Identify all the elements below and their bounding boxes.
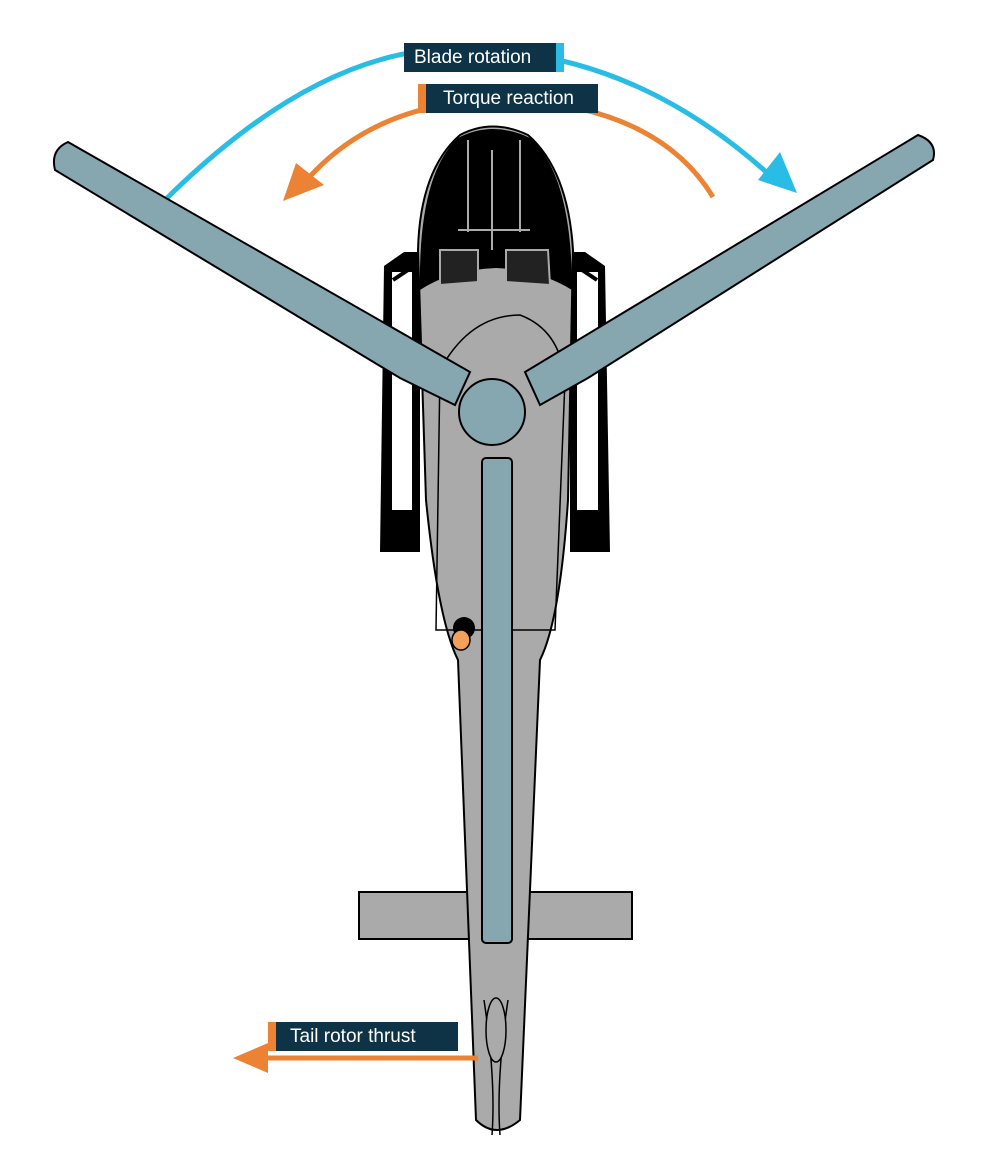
torque-reaction-tab bbox=[418, 84, 426, 113]
tail-rotor-thrust-label: Tail rotor thrust bbox=[268, 1022, 458, 1051]
torque-reaction-text: Torque reaction bbox=[443, 88, 574, 109]
blade-rotation-tab bbox=[556, 43, 564, 72]
rotor-blade-left bbox=[52, 140, 472, 407]
torque-reaction-label: Torque reaction bbox=[418, 84, 598, 113]
rotor-blade-right bbox=[523, 133, 935, 407]
blade-rotation-text: Blade rotation bbox=[414, 47, 532, 68]
rotor-hub bbox=[458, 378, 526, 446]
tail-rotor-shaft bbox=[481, 457, 513, 944]
tail-rotor-thrust-text: Tail rotor thrust bbox=[290, 1026, 416, 1047]
tail-rotor-thrust-arrow bbox=[233, 1043, 478, 1073]
position-light bbox=[451, 617, 475, 651]
tail-rotor-thrust-tab bbox=[268, 1022, 276, 1051]
main-rotor bbox=[52, 133, 935, 446]
blade-rotation-label: Blade rotation bbox=[404, 43, 564, 72]
